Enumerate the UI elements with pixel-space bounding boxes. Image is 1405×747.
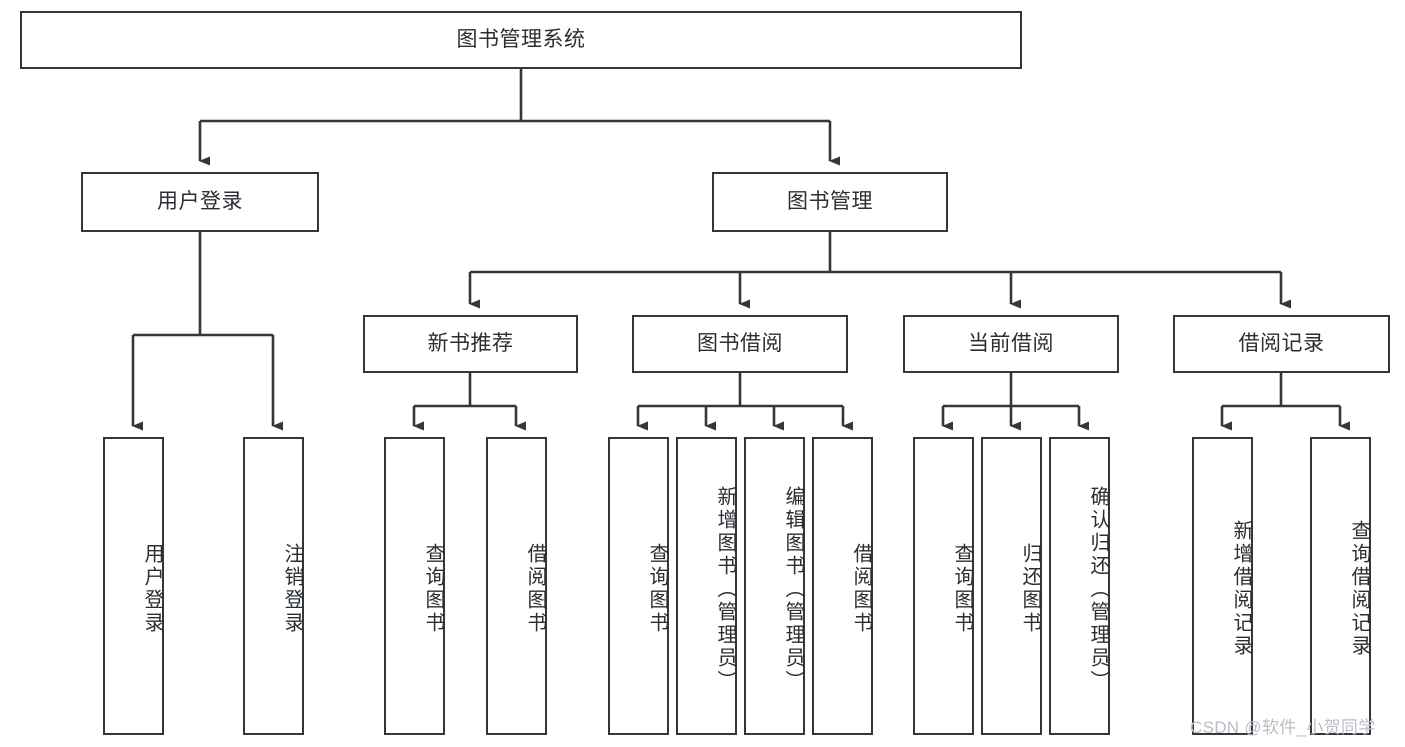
leaf-current-confirm-return-admin[interactable]: 确认归还（管理员） xyxy=(1049,437,1110,735)
leaf-borrow-query-book[interactable]: 查询图书 xyxy=(608,437,669,735)
node-user-login[interactable]: 用户登录 xyxy=(81,172,319,232)
leaf-user-login-signout[interactable]: 注销登录 xyxy=(243,437,304,735)
leaf-current-query-book[interactable]: 查询图书 xyxy=(913,437,974,735)
leaf-label: 查询借阅记录 xyxy=(1348,520,1370,658)
leaf-label: 归还图书 xyxy=(1019,543,1041,635)
node-borrow-record[interactable]: 借阅记录 xyxy=(1173,315,1390,373)
leaf-label: 用户登录 xyxy=(141,543,163,635)
leaf-label: 查询图书 xyxy=(951,543,973,635)
node-new-book-recommend-label: 新书推荐 xyxy=(427,332,514,356)
leaf-record-add[interactable]: 新增借阅记录 xyxy=(1192,437,1253,735)
leaf-label: 借阅图书 xyxy=(850,543,872,635)
leaf-new-book-borrow[interactable]: 借阅图书 xyxy=(486,437,547,735)
node-current-borrow[interactable]: 当前借阅 xyxy=(903,315,1119,373)
leaf-label: 借阅图书 xyxy=(524,543,546,635)
node-book-borrow-label: 图书借阅 xyxy=(697,332,783,356)
leaf-borrow-borrow-book[interactable]: 借阅图书 xyxy=(812,437,873,735)
node-book-borrow[interactable]: 图书借阅 xyxy=(632,315,848,373)
node-root-system[interactable]: 图书管理系统 xyxy=(20,11,1022,69)
node-root-label: 图书管理系统 xyxy=(456,28,586,52)
leaf-label: 新增图书（管理员） xyxy=(714,485,736,693)
leaf-borrow-add-book-admin[interactable]: 新增图书（管理员） xyxy=(676,437,737,735)
leaf-label: 新增借阅记录 xyxy=(1230,520,1252,658)
node-book-management-label: 图书管理 xyxy=(787,190,873,214)
node-user-login-label: 用户登录 xyxy=(157,190,243,214)
node-borrow-record-label: 借阅记录 xyxy=(1238,332,1325,356)
node-current-borrow-label: 当前借阅 xyxy=(968,332,1054,356)
leaf-label: 查询图书 xyxy=(646,543,668,635)
leaf-current-return-book[interactable]: 归还图书 xyxy=(981,437,1042,735)
leaf-user-login-signin[interactable]: 用户登录 xyxy=(103,437,164,735)
leaf-label: 查询图书 xyxy=(422,543,444,635)
leaf-label: 编辑图书（管理员） xyxy=(782,485,804,693)
node-book-management[interactable]: 图书管理 xyxy=(712,172,948,232)
watermark-text: CSDN @软件_小贺同学 xyxy=(1190,718,1376,737)
leaf-new-book-query[interactable]: 查询图书 xyxy=(384,437,445,735)
node-new-book-recommend[interactable]: 新书推荐 xyxy=(363,315,578,373)
leaf-label: 确认归还（管理员） xyxy=(1087,485,1109,693)
leaf-borrow-edit-book-admin[interactable]: 编辑图书（管理员） xyxy=(744,437,805,735)
leaf-record-query[interactable]: 查询借阅记录 xyxy=(1310,437,1371,735)
leaf-label: 注销登录 xyxy=(281,543,303,635)
